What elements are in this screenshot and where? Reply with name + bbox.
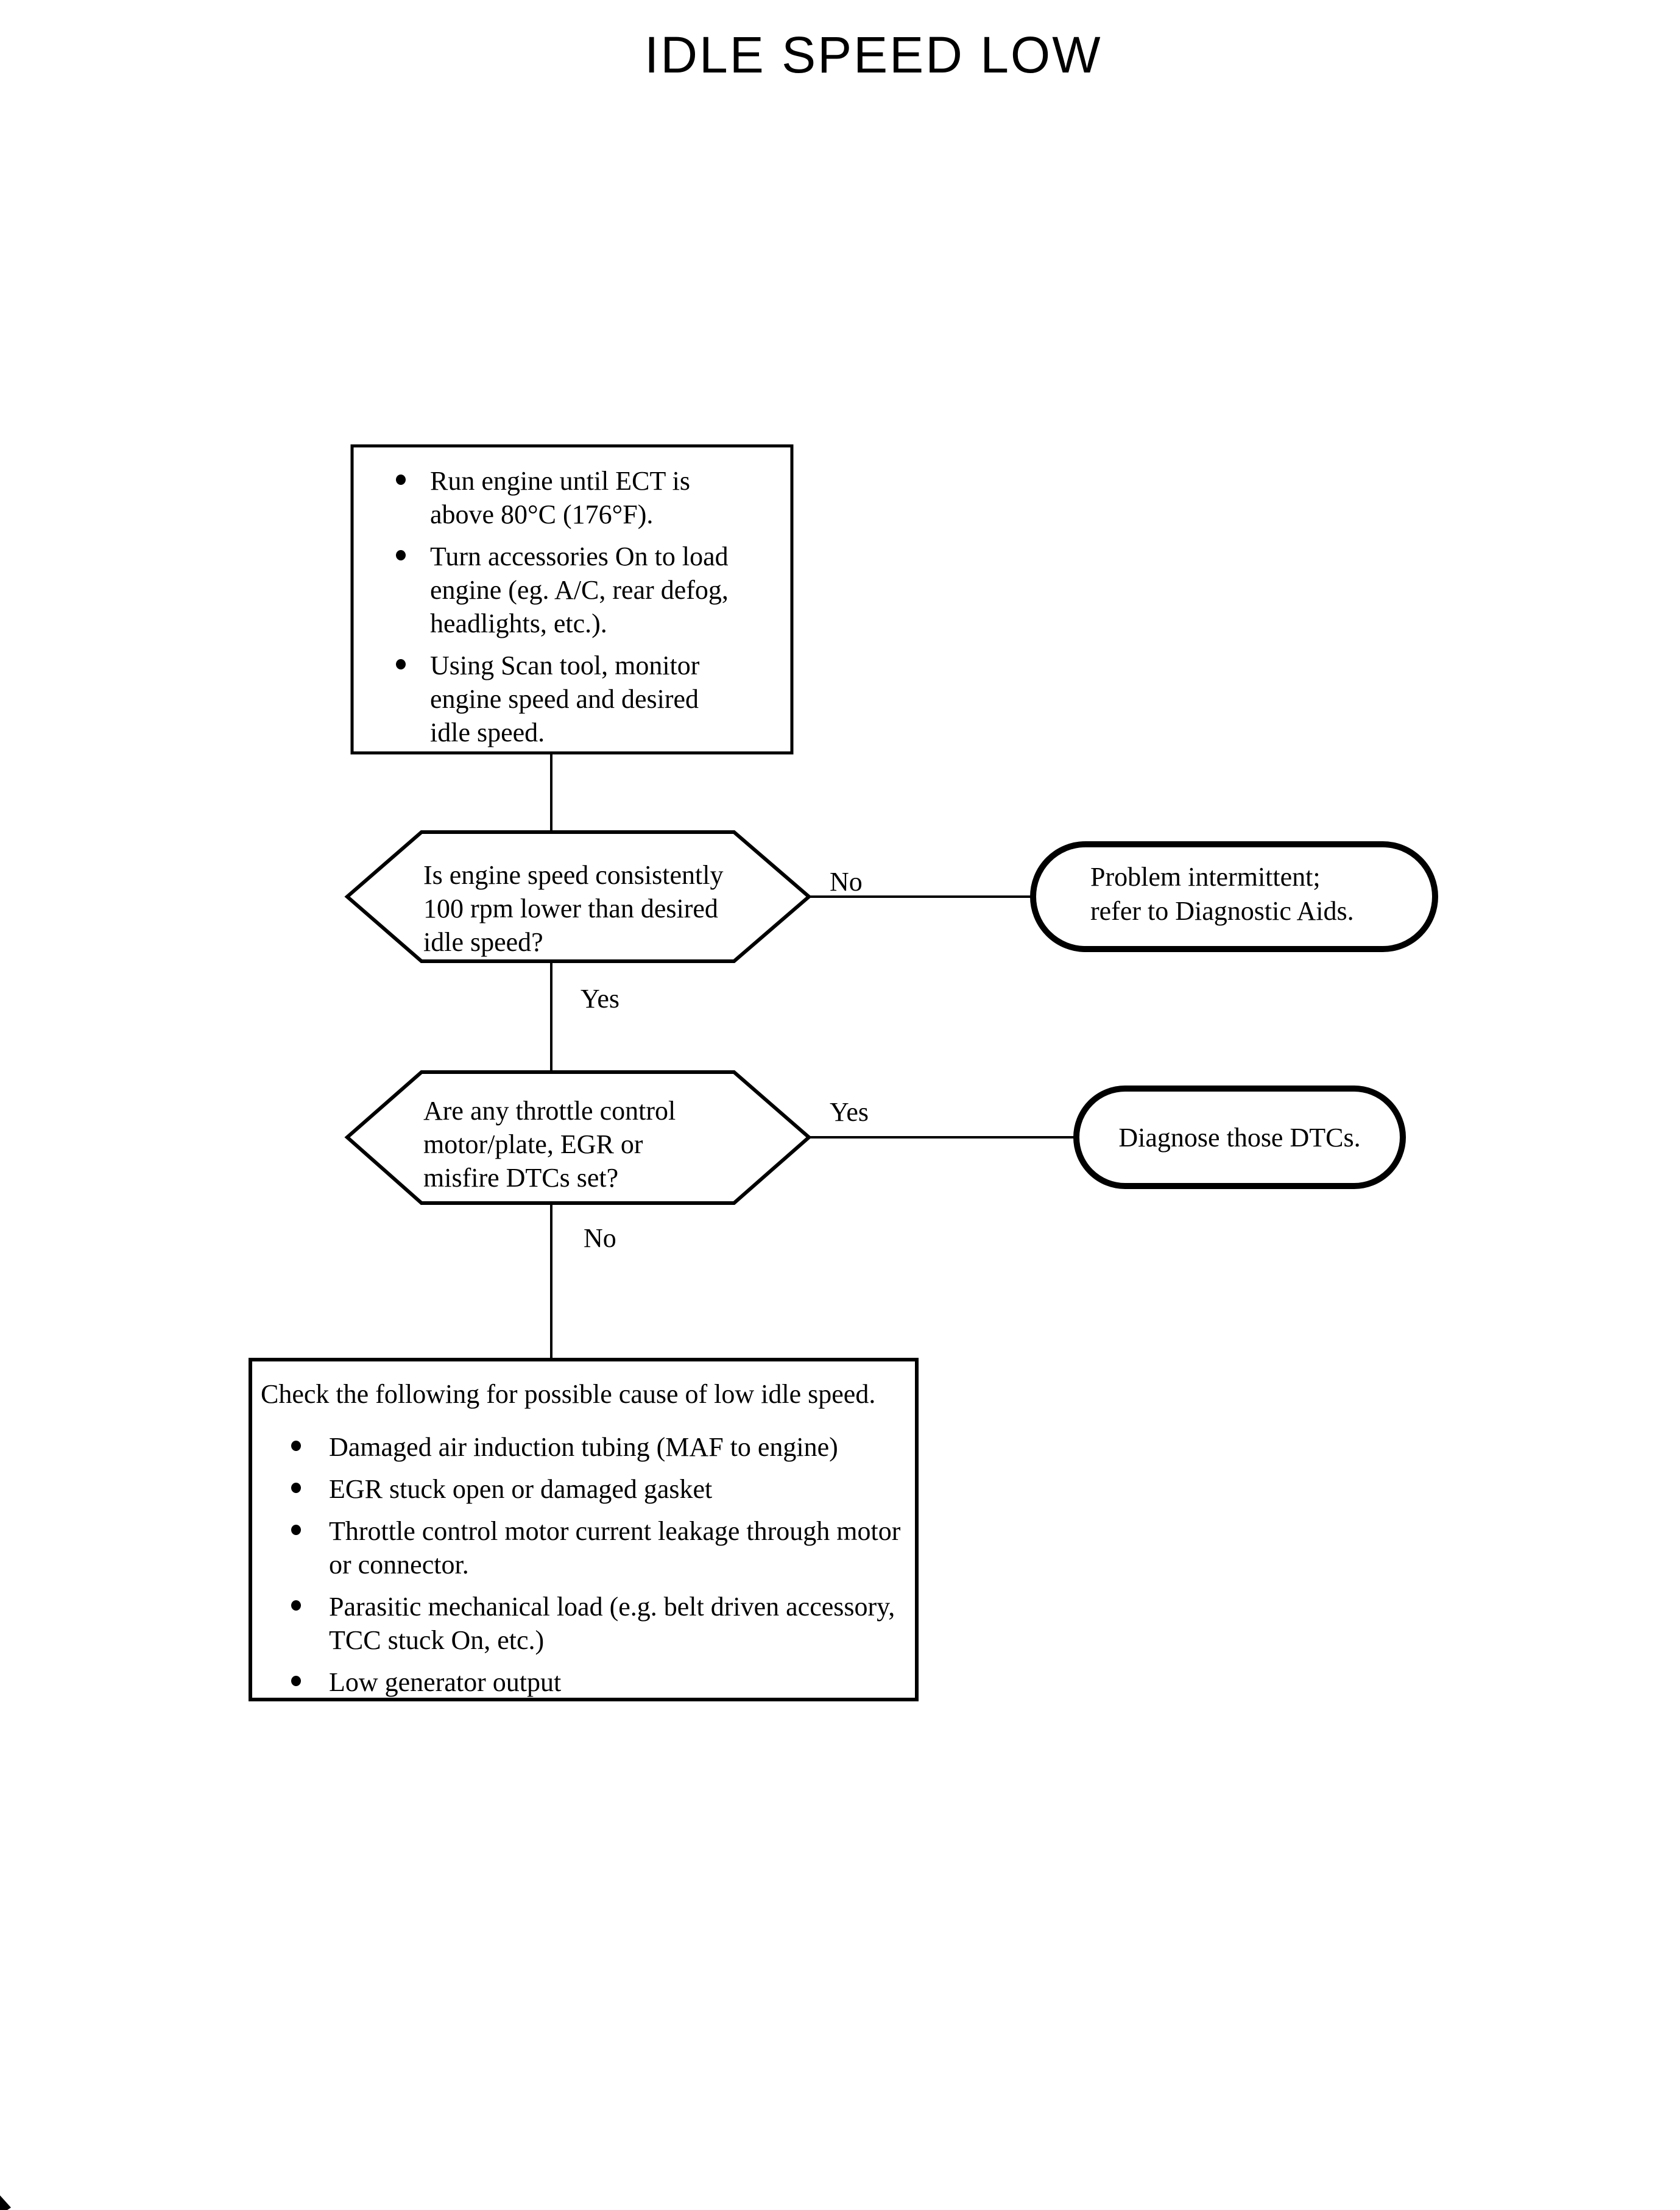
- terminal1-text: Problem intermittent; refer to Diagnosti…: [1090, 862, 1354, 926]
- setup-box-content: Run engine until ECT is above 80°C (176°…: [396, 464, 774, 749]
- scan-artifact-mark: [0, 2195, 11, 2210]
- terminal2-outline: [1073, 1086, 1406, 1189]
- edge-label-no-decision2: No: [584, 1223, 616, 1253]
- check-bullet-text: Damaged air induction tubing (MAF to eng…: [329, 1432, 838, 1462]
- check-bullet-item: EGR stuck open or damaged gasket: [291, 1472, 912, 1506]
- page-title: IDLE SPEED LOW: [644, 26, 1103, 83]
- check-bullet-item: Parasitic mechanical load (e.g. belt dri…: [291, 1590, 912, 1657]
- bullet-dot: [291, 1676, 301, 1686]
- check-box-outline: [249, 1358, 919, 1701]
- setup-bullet-text: Using Scan tool, monitor engine speed an…: [430, 651, 700, 747]
- terminal2-text: Diagnose those DTCs.: [1118, 1122, 1361, 1153]
- bullet-dot: [396, 659, 406, 669]
- setup-bullet-item: Turn accessories On to load engine (eg. …: [396, 540, 774, 640]
- check-bullet-text: EGR stuck open or damaged gasket: [329, 1474, 713, 1504]
- bullet-dot: [291, 1441, 301, 1451]
- check-box-heading: Check the following for possible cause o…: [261, 1379, 876, 1409]
- bullet-dot: [396, 550, 406, 560]
- terminal1-outline: [1030, 841, 1438, 952]
- edge-label-yes-decision2: Yes: [830, 1097, 869, 1127]
- bullet-dot: [396, 475, 406, 485]
- check-box-content: Damaged air induction tubing (MAF to eng…: [291, 1430, 912, 1699]
- check-bullet-text: Low generator output: [329, 1667, 562, 1697]
- setup-bullet-item: Using Scan tool, monitor engine speed an…: [396, 649, 774, 749]
- bullet-dot: [291, 1483, 301, 1493]
- setup-bullet-text: Run engine until ECT is above 80°C (176°…: [430, 466, 690, 529]
- setup-bullet-item: Run engine until ECT is above 80°C (176°…: [396, 464, 774, 531]
- check-bullet-item: Damaged air induction tubing (MAF to eng…: [291, 1430, 912, 1464]
- check-bullet-text: Throttle control motor current leakage t…: [329, 1516, 901, 1580]
- check-bullet-text: Parasitic mechanical load (e.g. belt dri…: [329, 1592, 895, 1655]
- check-bullet-item: Throttle control motor current leakage t…: [291, 1514, 912, 1581]
- setup-box-outline: [350, 444, 794, 755]
- edge-label-yes-decision1: Yes: [581, 984, 620, 1014]
- setup-bullet-text: Turn accessories On to load engine (eg. …: [430, 542, 729, 638]
- bullet-dot: [291, 1600, 301, 1611]
- check-bullet-item: Low generator output: [291, 1665, 912, 1699]
- bullet-dot: [291, 1525, 301, 1535]
- decision1-question: Is engine speed consistently 100 rpm low…: [423, 860, 724, 957]
- edge-label-no-decision1: No: [830, 867, 863, 897]
- decision2-question: Are any throttle control motor/plate, EG…: [423, 1096, 676, 1193]
